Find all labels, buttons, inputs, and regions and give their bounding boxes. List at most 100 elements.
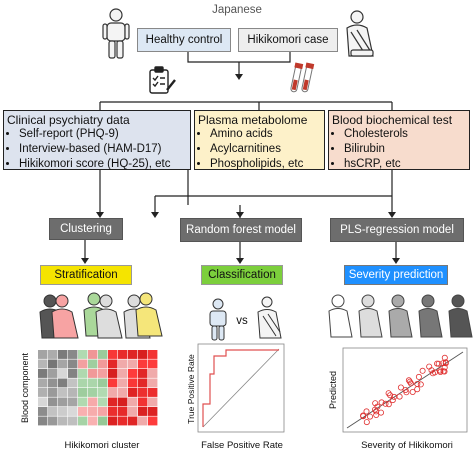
scatter-point bbox=[442, 360, 449, 367]
heatmap-cell bbox=[118, 369, 128, 378]
heatmap-cell bbox=[38, 369, 48, 378]
heatmap-cell bbox=[118, 407, 128, 416]
biochemical-panel-title: Blood biochemical test bbox=[332, 113, 453, 127]
heatmap-cell bbox=[138, 369, 148, 378]
scatter-point bbox=[397, 384, 404, 391]
scatter-point bbox=[385, 390, 392, 397]
plasma-metabolome-panel: Plasma metabolome Amino acids Acylcarnit… bbox=[194, 110, 325, 170]
roc-xlabel: False Positive Rate bbox=[201, 440, 283, 451]
scatter-point bbox=[366, 413, 373, 420]
heatmap-cell bbox=[48, 397, 58, 407]
heatmap-cell bbox=[148, 369, 158, 378]
heatmap-cell bbox=[138, 388, 148, 397]
heatmap-cell bbox=[58, 407, 68, 416]
scatter-point bbox=[387, 392, 394, 399]
heatmap-cell bbox=[88, 369, 98, 378]
heatmap-cell bbox=[128, 359, 138, 369]
heatmap-cell bbox=[148, 378, 158, 388]
heatmap-cell bbox=[98, 378, 108, 388]
scatter-point bbox=[385, 401, 392, 408]
heatmap-cell bbox=[38, 397, 48, 407]
scatter-point bbox=[414, 386, 421, 393]
heatmap-cell bbox=[38, 416, 48, 426]
heatmap-cell bbox=[148, 397, 158, 407]
clipboard-icon bbox=[149, 66, 176, 94]
heatmap-cell bbox=[128, 378, 138, 388]
stratification-label: Stratification bbox=[54, 269, 118, 281]
scatter-xlabel: Severity of Hikikomori bbox=[361, 440, 453, 451]
heatmap-cell bbox=[88, 407, 98, 416]
cluster-persons-icon bbox=[39, 292, 163, 339]
clustering-label: Clustering bbox=[60, 223, 112, 235]
scatter-point bbox=[373, 412, 380, 419]
heatmap-cell bbox=[78, 350, 88, 359]
heatmap-cell bbox=[98, 416, 108, 426]
heatmap-cell bbox=[38, 407, 48, 416]
clinical-panel-title: Clinical psychiatry data bbox=[7, 113, 130, 127]
heatmap-cell bbox=[128, 416, 138, 426]
heatmap-cell bbox=[58, 350, 68, 359]
scatter-point bbox=[417, 381, 424, 388]
heatmap-cell bbox=[48, 369, 58, 378]
clinical-psychiatry-panel: Clinical psychiatry data Self-report (PH… bbox=[3, 110, 191, 170]
heatmap-cell bbox=[68, 388, 78, 397]
scatter-point bbox=[389, 397, 396, 404]
scatter-point bbox=[441, 368, 448, 375]
heatmap-cell bbox=[148, 416, 158, 426]
heatmap-cell bbox=[118, 378, 128, 388]
scatter-point bbox=[396, 393, 403, 400]
heatmap-xlabel: Hikikomori cluster bbox=[64, 440, 140, 451]
scatter-point bbox=[441, 364, 448, 371]
heatmap-cell bbox=[58, 359, 68, 369]
severity-scatter bbox=[342, 347, 468, 433]
scatter-point bbox=[419, 367, 426, 374]
heatmap-cell bbox=[128, 369, 138, 378]
hikikomori-person-icon bbox=[346, 10, 374, 57]
heatmap-cell bbox=[58, 378, 68, 388]
heatmap-cell bbox=[128, 397, 138, 407]
scatter-point bbox=[426, 363, 433, 370]
scatter-point bbox=[363, 419, 370, 426]
metabolome-item: Phospholipids, etc bbox=[210, 157, 321, 172]
heatmap-cell bbox=[108, 359, 118, 369]
hikikomori-case-label: Hikikomori case bbox=[247, 34, 329, 46]
biochemical-item: Bilirubin bbox=[344, 142, 466, 157]
heatmap-cell bbox=[68, 369, 78, 378]
heatmap-cell bbox=[38, 388, 48, 397]
healthy-person-small-icon bbox=[209, 298, 227, 341]
heatmap-cell bbox=[68, 350, 78, 359]
heatmap-cell bbox=[38, 350, 48, 359]
pls-regression-method-box: PLS-regression model bbox=[330, 218, 464, 242]
heatmap-cell bbox=[58, 388, 68, 397]
heatmap-cell bbox=[108, 369, 118, 378]
heatmap-cell bbox=[88, 416, 98, 426]
heatmap-cell bbox=[48, 388, 58, 397]
heatmap-cell bbox=[148, 350, 158, 359]
heatmap-cell bbox=[58, 397, 68, 407]
heatmap-cell bbox=[48, 416, 58, 426]
heatmap-cell bbox=[108, 397, 118, 407]
scatter-point bbox=[435, 360, 442, 367]
biochemical-item: hsCRP, etc bbox=[344, 157, 466, 172]
heatmap-cell bbox=[138, 407, 148, 416]
scatter-point bbox=[437, 368, 444, 375]
heatmap-cell bbox=[138, 350, 148, 359]
blood-biochemical-panel: Blood biochemical test Cholesterols Bili… bbox=[328, 110, 470, 170]
heatmap-cell bbox=[48, 378, 58, 388]
heatmap-cell bbox=[78, 378, 88, 388]
scatter-point bbox=[363, 408, 370, 415]
heatmap-cell bbox=[128, 407, 138, 416]
heatmap-cell bbox=[98, 359, 108, 369]
heatmap-cell bbox=[78, 388, 88, 397]
scatter-point bbox=[409, 389, 416, 396]
heatmap-cell bbox=[88, 359, 98, 369]
scatter-ylabel: Predicted bbox=[328, 370, 338, 410]
heatmap-cell bbox=[68, 378, 78, 388]
heatmap-cell bbox=[98, 397, 108, 407]
heatmap-cell bbox=[78, 369, 88, 378]
heatmap-cell bbox=[138, 378, 148, 388]
heatmap-cell bbox=[68, 359, 78, 369]
vs-label: vs bbox=[236, 315, 248, 327]
scatter-point bbox=[403, 389, 410, 396]
metabolome-item: Acylcarnitines bbox=[210, 142, 321, 157]
